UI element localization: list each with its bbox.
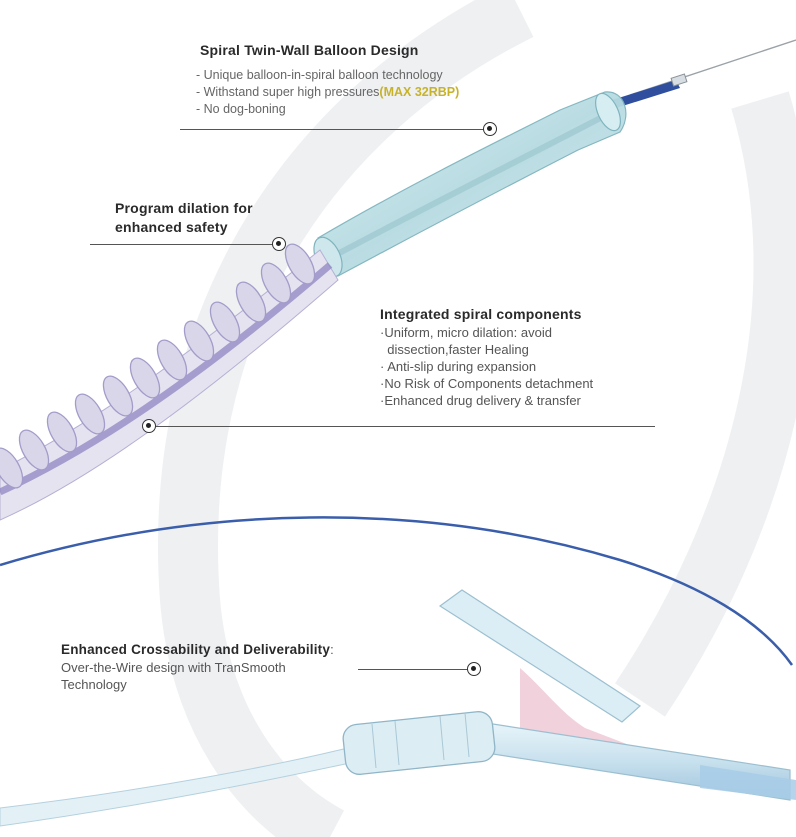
- leader-line: [180, 129, 484, 130]
- bullet-item: - Withstand super high pressures(MAX 32R…: [196, 84, 459, 101]
- callout-program-dilation: Program dilation for enhanced safety: [115, 199, 253, 237]
- bullet-item: ·Uniform, micro dilation: avoid: [380, 325, 552, 340]
- marker-dot-icon: [483, 122, 497, 136]
- marker-dot-icon: [467, 662, 481, 676]
- tip-marker: [670, 73, 688, 87]
- leader-line: [90, 244, 273, 245]
- bullet-item: ·Enhanced drug delivery & transfer: [380, 393, 581, 408]
- callout-crossability: Enhanced Crossability and Deliverability…: [61, 640, 334, 693]
- callout-title: Integrated spiral components: [380, 306, 582, 322]
- marker-dot-icon: [142, 419, 156, 433]
- bullet-text: - Withstand super high pressures: [196, 85, 380, 99]
- blue-port: [700, 765, 796, 800]
- description-line: Over-the-Wire design with TranSmooth: [61, 660, 286, 675]
- bullet-item: ·No Risk of Components detachment: [380, 376, 594, 391]
- pressure-highlight: (MAX 32RBP): [379, 85, 460, 99]
- hub-ribs: [371, 712, 470, 769]
- callout-title: Spiral Twin-Wall Balloon Design: [200, 42, 419, 58]
- callout-spiral-twin-wall: Spiral Twin-Wall Balloon Design - Unique…: [196, 41, 459, 118]
- bullet-item: - No dog-boning: [196, 102, 286, 116]
- catheter-shaft: [0, 516, 794, 666]
- bullet-item: - Unique balloon-in-spiral balloon techn…: [196, 68, 443, 82]
- leader-line: [358, 669, 468, 670]
- balloon-tip-ring: [595, 92, 621, 132]
- bullet-item: dissection,faster Healing: [380, 342, 529, 357]
- spiral-core: [0, 262, 333, 496]
- callout-title: Enhanced Crossability and Deliverability: [61, 642, 331, 657]
- bullet-item: · Anti-slip during expansion: [380, 359, 537, 374]
- spiral-coils: [0, 243, 316, 489]
- leader-line: [156, 426, 655, 427]
- title-colon: :: [330, 642, 334, 657]
- callout-title-line: enhanced safety: [115, 219, 228, 235]
- catheter-tip: [612, 80, 680, 108]
- balloon-core-line: [328, 109, 614, 261]
- description-line: Technology: [61, 677, 127, 692]
- callout-title-line: Program dilation for: [115, 200, 253, 216]
- callout-title-row: Enhanced Crossability and Deliverability…: [61, 640, 334, 659]
- callout-integrated-spiral: Integrated spiral components ·Uniform, m…: [380, 305, 593, 409]
- manifold-side-arm: [438, 589, 641, 723]
- marker-dot-icon: [272, 237, 286, 251]
- hub-connector: [342, 711, 496, 775]
